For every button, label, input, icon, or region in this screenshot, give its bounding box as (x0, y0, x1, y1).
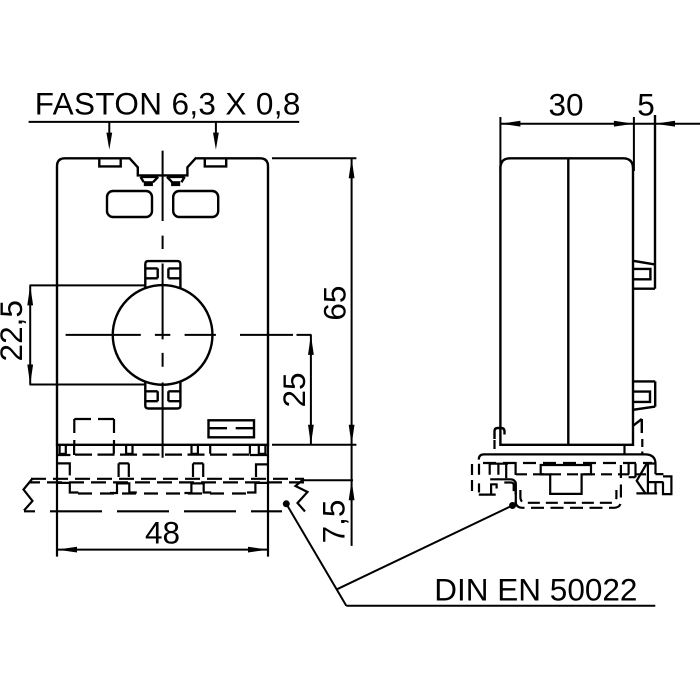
svg-text:65: 65 (316, 286, 352, 321)
svg-text:FASTON 6,3 X 0,8: FASTON 6,3 X 0,8 (35, 86, 301, 122)
svg-text:30: 30 (548, 87, 583, 123)
svg-text:DIN EN 50022: DIN EN 50022 (434, 572, 637, 608)
svg-text:22,5: 22,5 (0, 300, 29, 361)
svg-text:25: 25 (276, 372, 312, 407)
svg-text:7,5: 7,5 (316, 500, 352, 544)
svg-text:5: 5 (637, 87, 655, 123)
svg-text:48: 48 (145, 514, 180, 550)
